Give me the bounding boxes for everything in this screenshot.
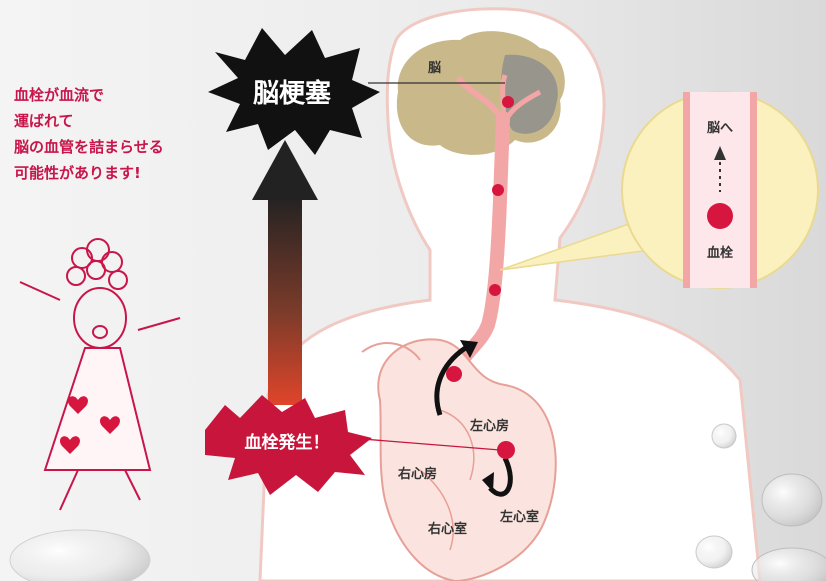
left-arm bbox=[19, 281, 61, 301]
zoom-arrow-head bbox=[714, 146, 726, 160]
water-droplets bbox=[9, 423, 826, 581]
handwritten-note: 血栓が血流で 運ばれて 脳の血管を詰まらせる 可能性があります! bbox=[14, 86, 164, 182]
right-ventricle-label: 右心室 bbox=[427, 521, 467, 537]
clot-aorta bbox=[446, 366, 462, 382]
right-atrium-label: 右心房 bbox=[397, 466, 437, 482]
blood-flow-arrows bbox=[434, 340, 513, 497]
infarct-burst: 脳梗塞 bbox=[208, 28, 505, 155]
mouth bbox=[92, 325, 108, 339]
clot-brain bbox=[502, 96, 514, 108]
zoom-label-bottom: 血栓 bbox=[707, 245, 733, 261]
hair-curls bbox=[66, 238, 128, 290]
clot-label: 血栓発生！ bbox=[245, 432, 330, 453]
right-arm bbox=[137, 317, 181, 331]
heart bbox=[361, 338, 557, 581]
zoom-clot bbox=[707, 203, 733, 229]
note-line-4: 可能性があります! bbox=[14, 164, 141, 182]
zoom-callout: 脳へ 血栓 bbox=[499, 91, 819, 289]
flow-arrow-head-up bbox=[460, 340, 478, 358]
big-up-arrow bbox=[252, 140, 318, 405]
left-atrium-label: 左心房 bbox=[470, 418, 509, 434]
dress bbox=[43, 347, 152, 471]
note-line-1: 血栓が血流で bbox=[14, 86, 104, 104]
clot-burst: 血栓発生！ bbox=[205, 395, 501, 495]
cartoon-woman bbox=[19, 238, 181, 511]
note-line-2: 運ばれて bbox=[14, 112, 74, 130]
brain-label: 脳 bbox=[428, 61, 441, 76]
infarct-label: 脳梗塞 bbox=[252, 78, 331, 109]
legs bbox=[59, 469, 141, 511]
zoom-label-top: 脳へ bbox=[707, 121, 733, 136]
flow-arrow-head-loop bbox=[482, 472, 494, 492]
clot-artery-upper bbox=[492, 184, 504, 196]
clot-leader bbox=[349, 437, 501, 451]
note-line-3: 脳の血管を詰まらせる bbox=[14, 138, 164, 156]
brain bbox=[396, 31, 565, 155]
clots bbox=[446, 96, 515, 459]
clot-artery-lower bbox=[489, 284, 501, 296]
left-ventricle-label: 左心室 bbox=[500, 509, 539, 525]
clot-left-atrium bbox=[497, 441, 515, 459]
